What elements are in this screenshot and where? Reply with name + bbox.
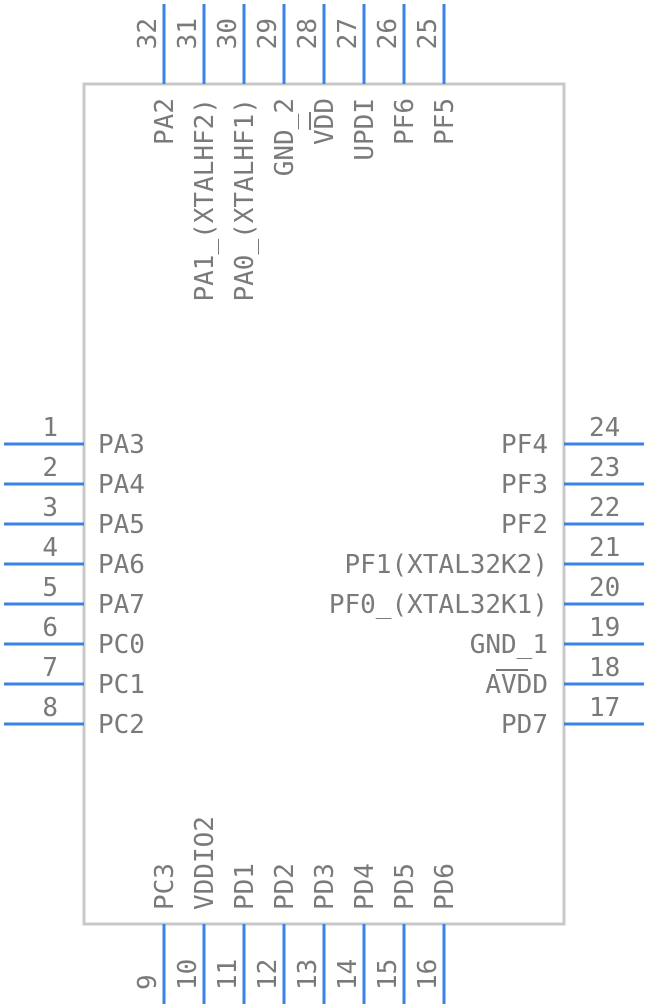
pin-14-number: 14 xyxy=(333,959,363,990)
pin-label-updi: UPDI xyxy=(350,98,380,161)
pin-31-number: 31 xyxy=(173,18,203,49)
pin-25-number: 25 xyxy=(413,18,443,49)
pin-20-number: 20 xyxy=(589,573,620,603)
pin-5-number: 5 xyxy=(42,573,58,603)
pin-label-pa2: PA2 xyxy=(150,98,180,145)
pin-label-pf2: PF2 xyxy=(501,510,548,540)
pin-label-pc3: PC3 xyxy=(150,863,180,910)
pin-32-number: 32 xyxy=(133,18,163,49)
pin-4-number: 4 xyxy=(42,533,58,563)
pin-11-number: 11 xyxy=(213,959,243,990)
pin-16-number: 16 xyxy=(413,959,443,990)
pin-label-pf6: PF6 xyxy=(390,98,420,145)
pin-label-pc0: PC0 xyxy=(98,630,145,660)
pin-15-number: 15 xyxy=(373,959,403,990)
pin-label-vdd: VDD xyxy=(310,98,340,145)
pin-label-pa5: PA5 xyxy=(98,510,145,540)
pin-2-number: 2 xyxy=(42,453,58,483)
pin-label-pa7: PA7 xyxy=(98,590,145,620)
pin-label-pa3: PA3 xyxy=(98,430,145,460)
pin-label-avdd: AVDD xyxy=(485,670,548,700)
pin-8-number: 8 xyxy=(42,693,58,723)
pin-17-number: 17 xyxy=(589,693,620,723)
pin-12-number: 12 xyxy=(253,959,283,990)
pin-label-pf1-xtal32k2: PF1(XTAL32K2) xyxy=(345,550,549,580)
pin-label-pd7: PD7 xyxy=(501,710,548,740)
pin-label-pd2: PD2 xyxy=(270,863,300,910)
pin-label-pf4: PF4 xyxy=(501,430,548,460)
pin-label-pf5: PF5 xyxy=(430,98,460,145)
pin-label-pd5: PD5 xyxy=(390,863,420,910)
pin-label-pa1-xtalhf2: PA1_(XTALHF2) xyxy=(190,98,220,302)
pin-label-pa0-xtalhf1: PA0_(XTALHF1) xyxy=(230,98,260,302)
pin-label-pf0-xtal32k1: PF0_(XTAL32K1) xyxy=(329,590,548,620)
pin-label-gnd-2: GND_2 xyxy=(270,98,300,176)
pin-29-number: 29 xyxy=(253,18,283,49)
pin-22-number: 22 xyxy=(589,493,620,523)
pin-3-number: 3 xyxy=(42,493,58,523)
pin-10-number: 10 xyxy=(173,959,203,990)
pin-27-number: 27 xyxy=(333,18,363,49)
pin-label-pc1: PC1 xyxy=(98,670,145,700)
pin-19-number: 19 xyxy=(589,613,620,643)
pin-7-number: 7 xyxy=(42,653,58,683)
pin-label-vddio2: VDDIO2 xyxy=(190,816,220,910)
pin-9-number: 9 xyxy=(133,974,163,990)
pin-26-number: 26 xyxy=(373,18,403,49)
pin-21-number: 21 xyxy=(589,533,620,563)
pins-group: 1PA32PA43PA54PA65PA76PC07PC18PC224PF423P… xyxy=(4,4,644,1004)
pin-label-gnd-1: GND_1 xyxy=(470,630,548,660)
ic-package-body xyxy=(82,82,566,926)
pin-6-number: 6 xyxy=(42,613,58,643)
pin-label-pa4: PA4 xyxy=(98,470,145,500)
pin-label-pd1: PD1 xyxy=(230,863,260,910)
pin-label-pd4: PD4 xyxy=(350,863,380,910)
pin-label-pa6: PA6 xyxy=(98,550,145,580)
pin-label-pc2: PC2 xyxy=(98,710,145,740)
pin-label-pf3: PF3 xyxy=(501,470,548,500)
pin-30-number: 30 xyxy=(213,18,243,49)
pin-24-number: 24 xyxy=(589,413,620,443)
pin-label-pd3: PD3 xyxy=(310,863,340,910)
pin-13-number: 13 xyxy=(293,959,323,990)
pin-23-number: 23 xyxy=(589,453,620,483)
pin-label-pd6: PD6 xyxy=(430,863,460,910)
pin-28-number: 28 xyxy=(293,18,323,49)
pin-1-number: 1 xyxy=(42,413,58,443)
pin-18-number: 18 xyxy=(589,653,620,683)
